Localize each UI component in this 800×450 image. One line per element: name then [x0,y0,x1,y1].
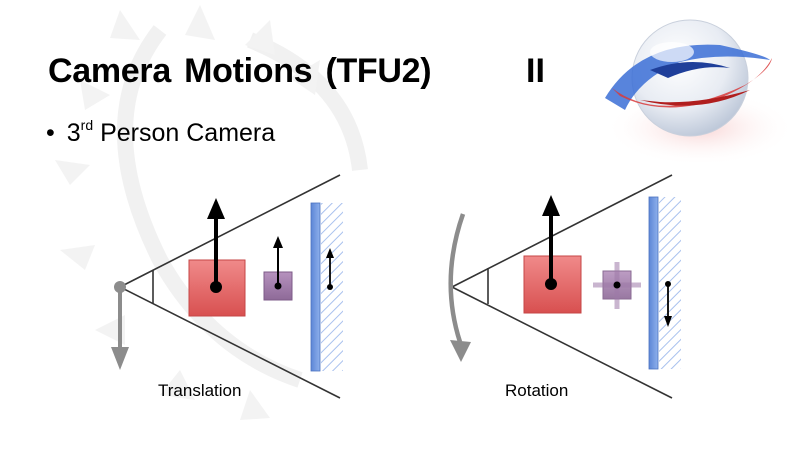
bullet-superscript: rd [80,117,94,133]
bullet-text: Person Camera [100,119,276,147]
rotation-diagram [448,174,681,399]
rotation-arc [448,213,471,362]
object-purple-left [263,236,293,301]
page-title: Camera Motions (TFU2) [48,52,432,90]
caption-rotation: Rotation [505,381,569,400]
bullet-item: • 3rd Person Camera [46,117,275,148]
translation-diagram [111,174,343,399]
frustum-left [119,174,341,399]
bullet-symbol: • [46,119,55,147]
screen-arrow-right [664,281,672,327]
title-suffix: II [526,52,545,90]
screen-arrow-left [326,248,334,290]
caption-translation: Translation [158,381,242,400]
frustum-right [451,174,673,399]
object-red-right [523,195,582,314]
object-red-left [188,198,246,317]
bullet-prefix: 3 [66,119,81,147]
screen-right [648,196,681,370]
object-purple-right [593,262,641,309]
camera-left [111,281,129,370]
